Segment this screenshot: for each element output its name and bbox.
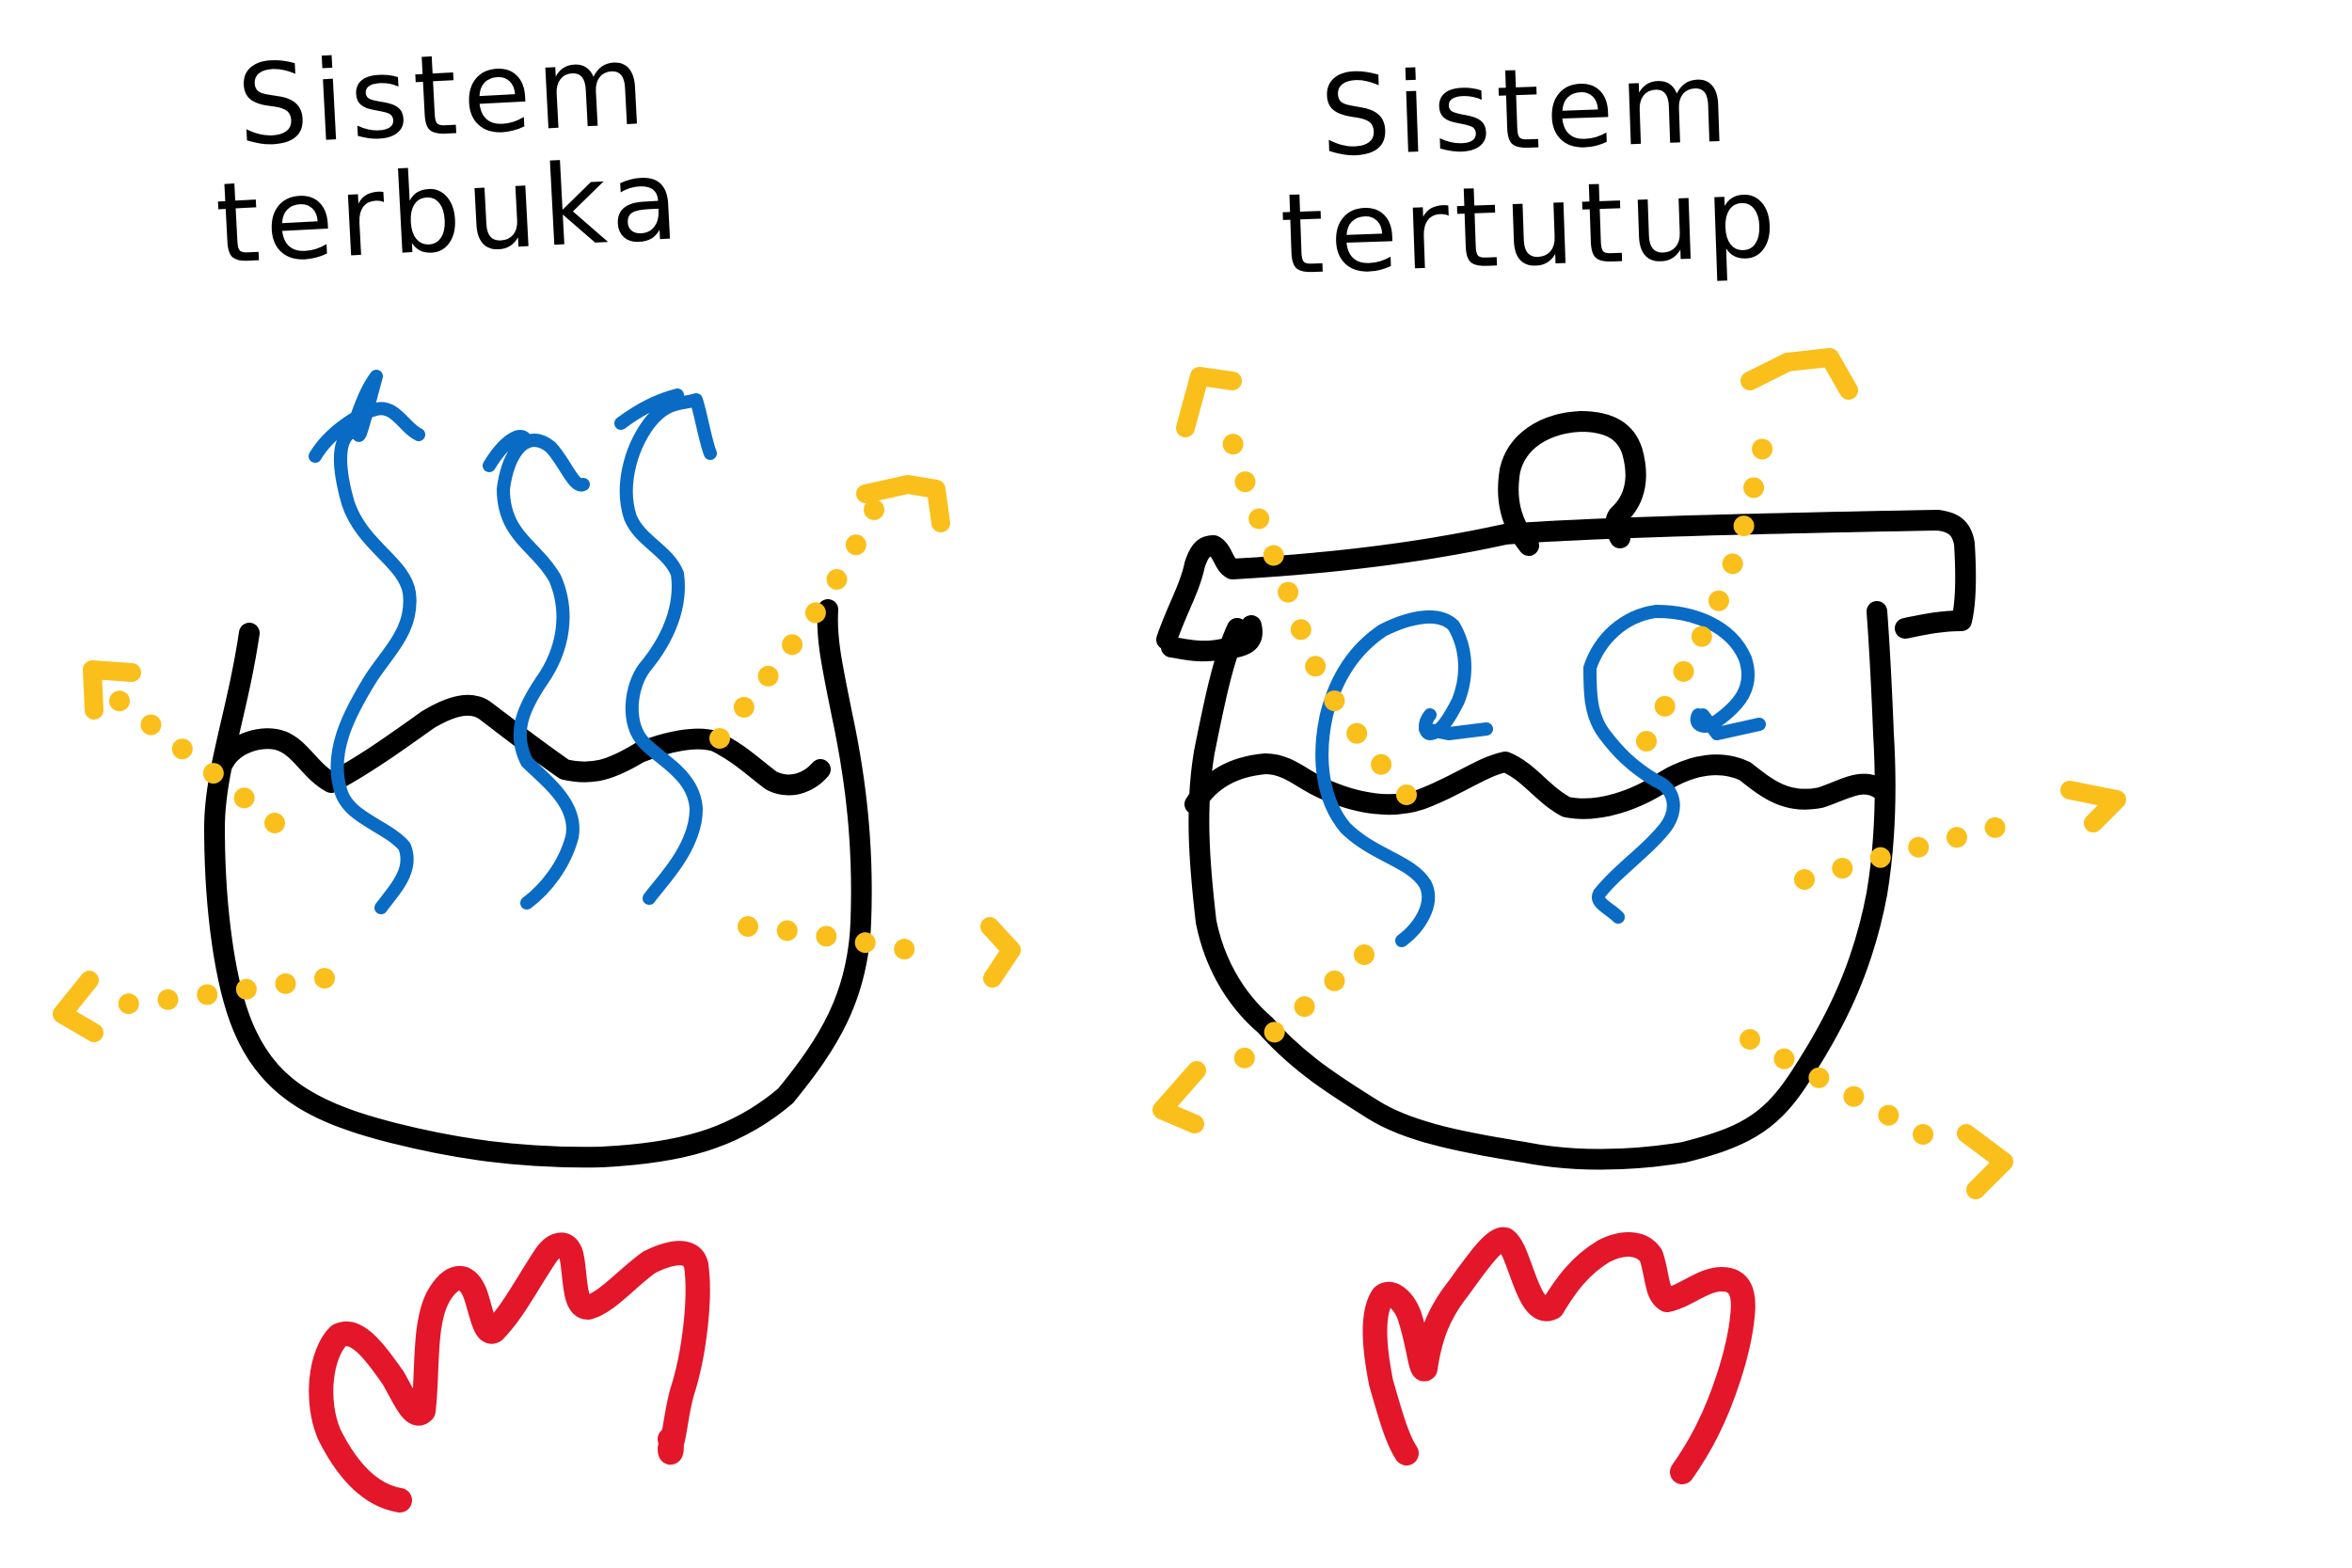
steam-circulation-arrow-icon bbox=[1583, 605, 1766, 924]
heat-arrow-icon bbox=[738, 916, 951, 965]
open-system-diagram bbox=[53, 370, 1021, 1513]
heat-arrow-icon bbox=[1152, 1061, 1206, 1133]
heat-arrow-icon bbox=[1794, 808, 2042, 890]
heat-arrow-icon bbox=[1176, 367, 1242, 437]
steam-circulation-arrow-icon bbox=[1315, 610, 1493, 947]
steam-arrow-icon bbox=[614, 388, 717, 905]
heat-arrow-icon bbox=[83, 660, 141, 720]
heat-arrow-icon bbox=[856, 475, 950, 532]
heat-arrow-icon bbox=[1222, 432, 1417, 805]
heat-arrow-icon bbox=[2060, 781, 2126, 832]
heat-arrow-icon bbox=[709, 498, 885, 749]
open-pot-icon bbox=[204, 599, 872, 1168]
heat-arrow-icon bbox=[103, 686, 285, 833]
heat-arrow-icon bbox=[53, 971, 103, 1042]
heat-arrow-icon bbox=[1740, 348, 1858, 400]
heat-arrow-icon bbox=[84, 968, 335, 1017]
heat-arrow-icon bbox=[1957, 1124, 2013, 1199]
closed-system-diagram bbox=[1152, 348, 2126, 1484]
open-water-surface bbox=[214, 694, 831, 796]
flame-icon bbox=[1362, 1227, 1756, 1484]
heat-arrow-icon bbox=[1213, 944, 1375, 1087]
heat-arrow-icon bbox=[980, 917, 1021, 988]
steam-arrow-icon bbox=[309, 370, 425, 914]
closed-water-surface bbox=[1184, 752, 1892, 819]
pot-lid-handle-icon bbox=[1498, 411, 1646, 556]
closed-pot-icon bbox=[1188, 601, 1896, 1170]
flame-icon bbox=[309, 1232, 710, 1513]
steam-arrow-icon bbox=[483, 430, 590, 910]
